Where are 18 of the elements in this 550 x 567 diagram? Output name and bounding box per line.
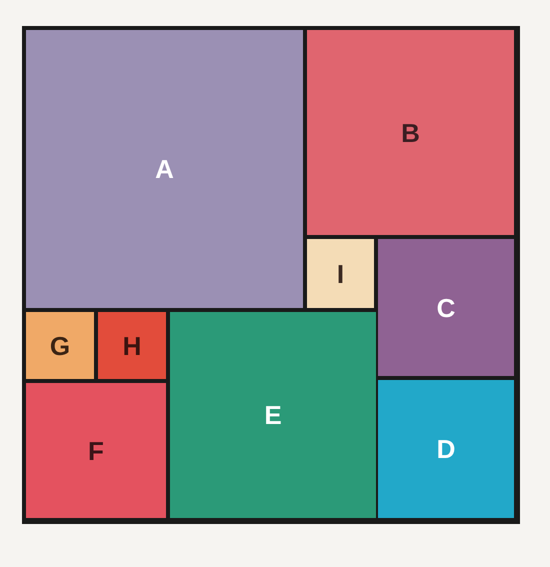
tile-square: [96, 310, 168, 381]
tile-square: [305, 28, 516, 237]
tile-square: [168, 310, 378, 520]
tile-square: [305, 237, 376, 310]
tile-letter: H: [122, 332, 142, 358]
tile-letter: F: [88, 438, 104, 464]
tile-square: [376, 378, 516, 520]
tile-square: [24, 28, 305, 310]
tile-letter: A: [155, 156, 174, 182]
tile-square: [24, 381, 168, 520]
tile-letter: I: [336, 260, 344, 286]
tile-letter: C: [436, 294, 456, 320]
tile-letter: B: [401, 120, 420, 146]
tile-square: [376, 237, 516, 378]
tile-square: [24, 310, 96, 381]
tile-letter: D: [436, 436, 456, 462]
tile-letter: E: [264, 402, 282, 428]
tile-letter: G: [50, 332, 70, 358]
